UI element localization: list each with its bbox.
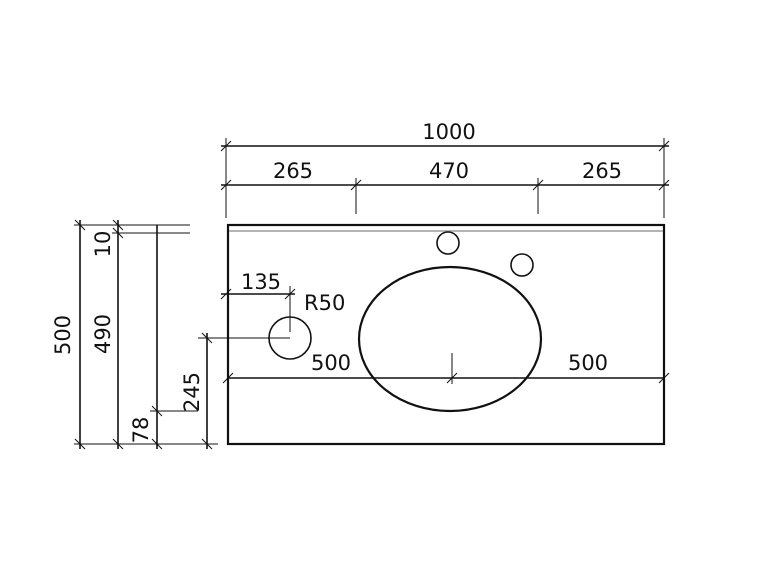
hole-depth-label: 245 [180, 372, 204, 412]
hole-offset-label: 135 [241, 270, 281, 294]
overall-width-label: 1000 [422, 120, 475, 144]
center-width-label: 470 [429, 159, 469, 183]
back-tick-mid [112, 227, 124, 239]
depth-tick-top [74, 219, 86, 231]
hole-offset-tick-left [220, 288, 232, 300]
overall-tick-right [658, 140, 670, 152]
hole-depth-tick-bottom [201, 438, 213, 450]
offset-tick-4 [658, 179, 670, 191]
tap-hole-center [436, 231, 460, 255]
overall-tick-left [220, 140, 232, 152]
right-offset-label: 265 [582, 159, 622, 183]
hole-radius-label: R50 [304, 291, 345, 315]
back-tick-bottom [112, 438, 124, 450]
tap-hole-right [510, 253, 534, 277]
front-edge-tick-top [151, 405, 163, 417]
half-right-label: 500 [568, 351, 608, 375]
left-offset-label: 265 [273, 159, 313, 183]
half-tick-left [222, 372, 234, 384]
hole-offset-tick-right [284, 288, 296, 300]
hole-depth-tick-top [201, 332, 213, 344]
half-left-label: 500 [311, 351, 351, 375]
overall-depth-label: 500 [51, 315, 75, 355]
front-edge-tick-bottom [151, 438, 163, 450]
offset-tick-1 [220, 179, 232, 191]
back-tick-top [112, 219, 124, 231]
offset-tick-2 [350, 179, 362, 191]
offset-tick-3 [532, 179, 544, 191]
basin-oval [357, 265, 543, 413]
half-tick-right [658, 372, 670, 384]
front-edge-label: 78 [129, 417, 153, 444]
back-strip-label: 10 [91, 231, 115, 258]
countertop-outline [226, 223, 666, 446]
depth-tick-bottom [74, 438, 86, 450]
front-depth-label: 490 [91, 314, 115, 354]
half-tick-center [446, 372, 458, 384]
